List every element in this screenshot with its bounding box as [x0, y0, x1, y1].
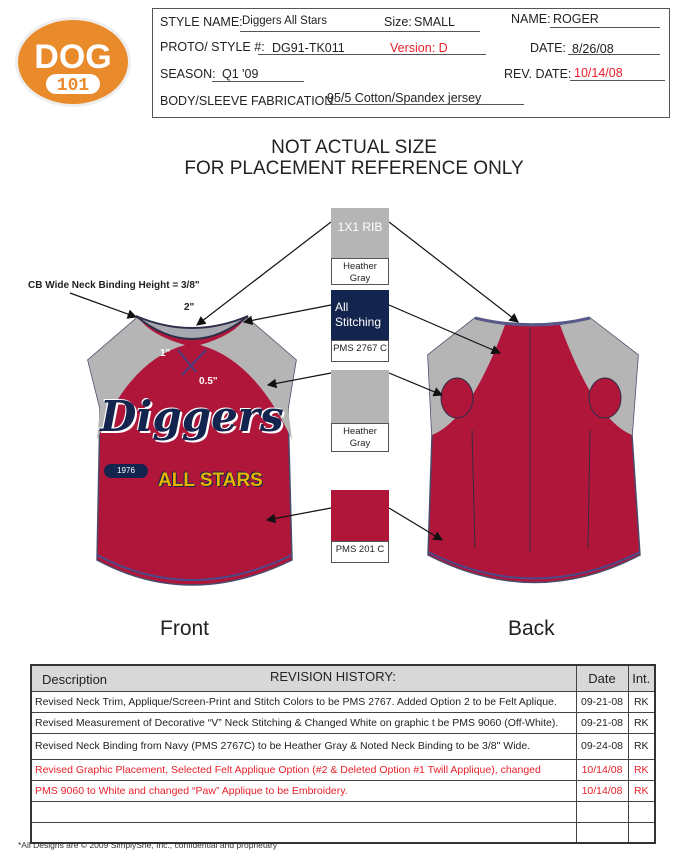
table-row: PMS 9060 to White and changed “Paw” Appl… — [30, 779, 656, 802]
back-caption: Back — [508, 617, 555, 640]
dog101-logo: DOG 101 — [14, 16, 132, 108]
date-value: 8/26/08 — [572, 42, 614, 56]
front-caption: Front — [160, 617, 210, 640]
measure-2in: 2" — [184, 302, 195, 313]
fabrication-value: 95/5 Cotton/Spandex jersey — [327, 91, 482, 105]
spec-header — [152, 8, 670, 118]
swatch-rib-label: Heather Gray — [331, 258, 389, 285]
cell-desc: PMS 9060 to White and changed “Paw” Appl… — [30, 779, 577, 802]
revision-title: REVISION HISTORY: — [270, 669, 396, 684]
proto-value: DG91-TK011 — [272, 41, 345, 55]
notice-line-1: NOT ACTUAL SIZE — [271, 137, 437, 158]
style-name-label: STYLE NAME: — [160, 15, 243, 29]
logo-number: 101 — [57, 76, 90, 96]
front-shirt — [87, 315, 297, 586]
col-int: Int. — [627, 664, 656, 692]
name-label: NAME: — [511, 12, 551, 26]
measure-half-in: 0.5" — [199, 376, 218, 387]
swatch-rib: 1X1 RIB — [331, 208, 389, 258]
logo-text: DOG — [34, 38, 111, 76]
cell-desc: Revised Neck Binding from Navy (PMS 2767… — [30, 732, 577, 760]
proto-label: PROTO/ STYLE #: — [160, 40, 265, 54]
rev-date-label: REV. DATE: — [504, 67, 572, 81]
col-date: Date — [575, 664, 629, 692]
swatch-body-red-label: PMS 201 C — [331, 541, 389, 563]
table-row: Revised Measurement of Decorative “V” Ne… — [30, 711, 656, 734]
name-value: ROGER — [553, 12, 599, 26]
rev-date-value: 10/14/08 — [574, 66, 623, 80]
neck-binding-note: CB Wide Neck Binding Height = 3/8" — [28, 280, 200, 291]
graphic-all-stars: ALL STARS — [158, 470, 263, 491]
flat-sketch — [69, 221, 641, 586]
cell-date: 09-21-08 — [575, 690, 629, 713]
graphic-diggers: Diggers — [100, 392, 284, 441]
table-row: Revised Neck Binding from Navy (PMS 2767… — [30, 732, 656, 760]
graphic-year: 1976 — [104, 464, 148, 478]
style-name-value: Diggers All Stars — [242, 15, 328, 27]
cell-int: RK — [627, 758, 656, 781]
table-header: Description REVISION HISTORY: Date Int. — [30, 664, 656, 692]
back-shirt — [427, 316, 641, 584]
fabrication-label: BODY/SLEEVE FABRICATION: — [160, 94, 337, 108]
swatch-body-gray-label: Heather Gray — [331, 423, 389, 452]
swatch-stitching-label: PMS 2767 C — [331, 340, 389, 362]
cell-int: RK — [627, 779, 656, 802]
cell-int — [627, 800, 656, 823]
measure-1in: 1" — [160, 348, 171, 359]
cell-int: RK — [627, 732, 656, 760]
cell-date — [575, 800, 629, 823]
callout-arrows — [69, 221, 519, 541]
table-row: Revised Neck Trim, Applique/Screen-Print… — [30, 690, 656, 713]
cell-desc: Revised Measurement of Decorative “V” Ne… — [30, 711, 577, 734]
cell-desc — [30, 800, 577, 823]
cell-desc: Revised Graphic Placement, Selected Felt… — [30, 758, 577, 781]
season-label: SEASON: — [160, 67, 216, 81]
cell-int: RK — [627, 690, 656, 713]
table-row — [30, 800, 656, 823]
season-value: Q1 '09 — [222, 67, 259, 81]
revision-history-table: Description REVISION HISTORY: Date Int. … — [30, 664, 656, 844]
table-row — [30, 821, 656, 844]
cell-date: 10/14/08 — [575, 758, 629, 781]
cell-date: 09-24-08 — [575, 732, 629, 760]
date-label: DATE: — [530, 41, 566, 55]
cell-date: 10/14/08 — [575, 779, 629, 802]
size-label: Size: — [384, 15, 412, 29]
cell-int — [627, 821, 656, 844]
col-description: Description — [42, 672, 108, 687]
swatch-stitching: All Stitching — [331, 290, 389, 340]
cell-int: RK — [627, 711, 656, 734]
size-value: SMALL — [414, 15, 455, 29]
cell-date — [575, 821, 629, 844]
cell-desc: Revised Neck Trim, Applique/Screen-Print… — [30, 690, 577, 713]
copyright-footer: *All Designs are © 2009 SimplyShe, Inc.,… — [18, 840, 278, 850]
notice-line-2: FOR PLACEMENT REFERENCE ONLY — [184, 158, 524, 179]
table-row: Revised Graphic Placement, Selected Felt… — [30, 758, 656, 781]
version-value: Version: D — [390, 41, 448, 55]
swatch-body-red — [331, 490, 389, 541]
swatch-body-gray — [331, 370, 389, 423]
cell-date: 09-21-08 — [575, 711, 629, 734]
